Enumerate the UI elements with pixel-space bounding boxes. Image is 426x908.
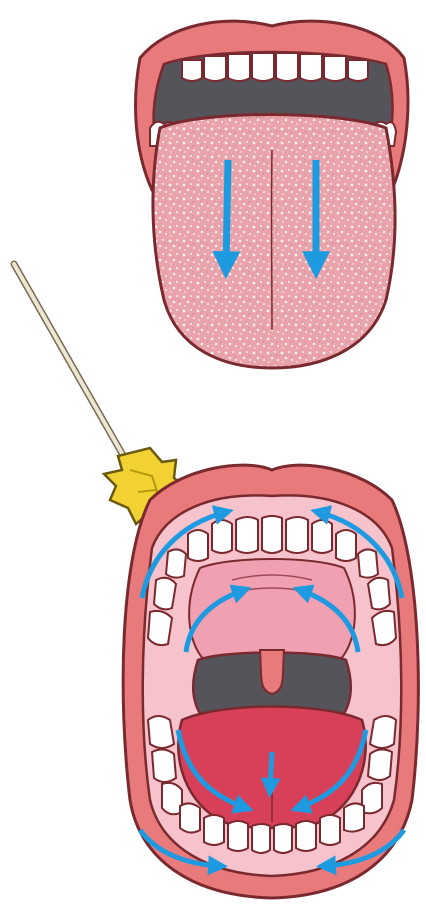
arrow-icon: [226, 160, 228, 268]
sponge-swab-icon: [14, 264, 186, 524]
upper-teeth: [182, 53, 368, 81]
tongue-out-mouth-icon: [136, 21, 408, 368]
arrow-icon: [270, 752, 272, 790]
tongue: [153, 115, 395, 369]
uvula: [260, 650, 284, 694]
open-mouth-teeth-icon: [123, 465, 418, 898]
